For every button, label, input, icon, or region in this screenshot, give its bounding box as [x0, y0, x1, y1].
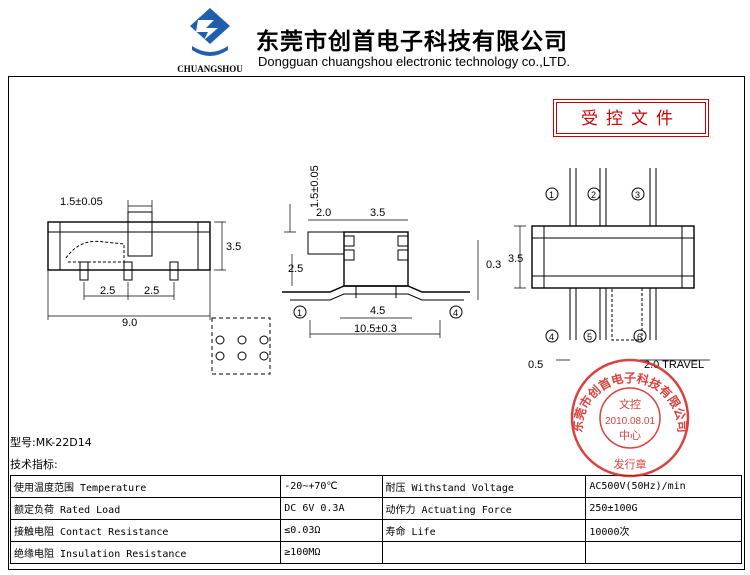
- table-row: 接触电阻 Contact Resistance ≤0.03Ω 寿命 Life 1…: [9, 519, 742, 542]
- dim-mid-b: 3.5: [370, 207, 385, 219]
- right-pin-4: 4: [549, 332, 554, 342]
- spec-cell: 接触电阻 Contact Resistance: [9, 519, 282, 542]
- dim-mid-d: 10.5±0.3: [354, 323, 397, 335]
- spec-cell: 绝缘电阻 Insulation Resistance: [9, 541, 282, 564]
- dim-left-top: 1.5±0.05: [60, 196, 103, 208]
- logo-text: CHUANGSHOU: [177, 64, 243, 74]
- spec-cell: 耐压 Withstand Voltage: [381, 475, 587, 498]
- spec-cell: ≤0.03Ω: [280, 519, 383, 542]
- drawing-frame: [8, 76, 745, 570]
- left-view: 1.5±0.05 3.5 2.5 2.5 9.0: [47, 196, 241, 329]
- right-view: 3.5 0.5 2.0 TRAVEL 1 2 3 4 5 6: [508, 168, 710, 371]
- dim-mid-t: 0.3: [486, 259, 501, 271]
- header: CHUANGSHOU 东莞市创首电子科技有限公司 Dongguan chuang…: [0, 0, 750, 78]
- table-row: 绝缘电阻 Insulation Resistance ≥100MΩ: [9, 541, 742, 564]
- seal-center-top: 文控: [619, 397, 641, 411]
- spec-cell: 额定负荷 Rated Load: [9, 497, 282, 520]
- dim-mid-c: 4.5: [370, 305, 385, 317]
- dim-right-h: 3.5: [508, 253, 523, 265]
- spec-cell: -20~+70℃: [280, 475, 383, 498]
- dim-left-width: 9.0: [122, 317, 137, 329]
- spec-cell: DC 6V 0.3A: [280, 497, 383, 520]
- controlled-document-box: 受控文件: [553, 99, 709, 137]
- dim-left-pitch-b: 2.5: [144, 285, 159, 297]
- dim-right-gap: 0.5: [528, 359, 543, 371]
- dim-mid-vert: 1.5±0.05: [309, 165, 321, 208]
- spec-cell: [381, 541, 587, 564]
- seal-date: 2010.08.01: [605, 416, 655, 427]
- spec-cell: 寿命 Life: [381, 519, 587, 542]
- company-seal-icon: 东莞市创首电子科技有限公司 文控 2010.08.01 中心 发行章: [570, 358, 689, 478]
- seal-bottom-text: 发行章: [614, 457, 647, 471]
- right-pin-2: 2: [591, 190, 596, 200]
- spec-cell: ≥100MΩ: [280, 541, 383, 564]
- dim-mid-a: 2.0: [316, 207, 331, 219]
- seal-center-bottom: 中心: [619, 429, 641, 442]
- mid-pin-4: 4: [453, 308, 458, 318]
- spec-title: 技术指标:: [10, 458, 58, 471]
- spec-cell: [585, 541, 742, 564]
- spec-table: 使用温度范围 Temperature -20~+70℃ 耐压 Withstand…: [9, 475, 742, 564]
- spec-cell: 250±100G: [585, 497, 742, 520]
- table-row: 额定负荷 Rated Load DC 6V 0.3A 动作力 Actuating…: [9, 497, 742, 520]
- middle-view: 1.5±0.05 2.0 3.5 2.5 4.5 10.5±0.3 0.3 1 …: [282, 165, 501, 338]
- dim-left-h: 3.5: [226, 241, 241, 253]
- right-pin-6: 6: [637, 332, 642, 342]
- model-number: 型号:MK-22D14: [10, 436, 92, 449]
- right-pin-5: 5: [587, 332, 592, 342]
- right-pin-3: 3: [635, 190, 640, 200]
- spec-cell: 10000次: [585, 519, 742, 542]
- spec-cell: 动作力 Actuating Force: [381, 497, 587, 520]
- company-name-cn: 东莞市创首电子科技有限公司: [256, 28, 568, 55]
- dim-mid-h: 2.5: [288, 263, 303, 275]
- dim-left-pitch-a: 2.5: [100, 285, 115, 297]
- mid-pin-1: 1: [297, 308, 302, 318]
- right-pin-1: 1: [549, 190, 554, 200]
- spec-cell: 使用温度范围 Temperature: [9, 475, 282, 498]
- chuangshou-logo-icon: CHUANGSHOU: [177, 8, 243, 74]
- company-name-en: Dongguan chuangshou electronic technolog…: [258, 54, 570, 69]
- pad-layout: [211, 317, 271, 375]
